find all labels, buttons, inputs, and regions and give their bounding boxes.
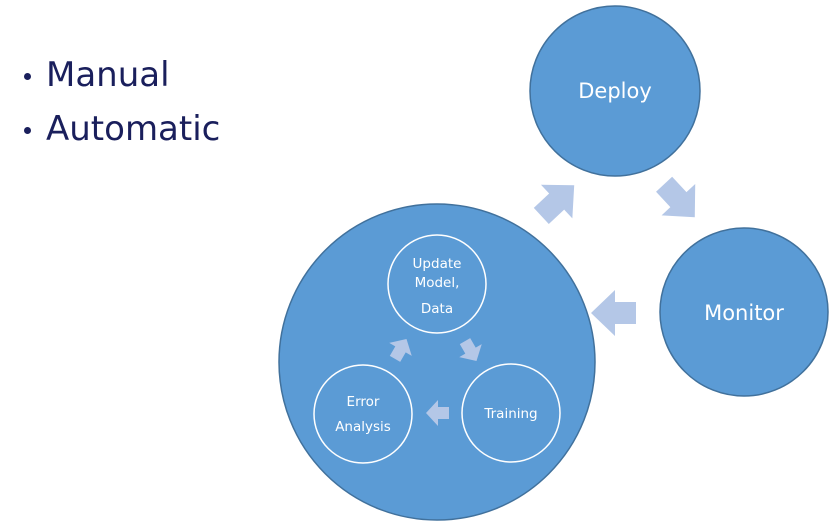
bullet-item-manual: Manual bbox=[24, 48, 220, 102]
error-analysis-label-line2: Analysis bbox=[335, 419, 391, 435]
update-label-line2: Model, bbox=[415, 275, 460, 291]
bullet-text: Automatic bbox=[46, 109, 221, 149]
update-label-line1: Update bbox=[413, 256, 462, 272]
bullet-dot-icon bbox=[24, 126, 31, 134]
arrow-to-deploy-icon bbox=[533, 184, 575, 224]
error-analysis-node bbox=[313, 364, 413, 464]
deploy-node bbox=[529, 5, 701, 177]
deploy-label: Deploy bbox=[578, 79, 652, 103]
bullet-dot-icon bbox=[24, 72, 31, 80]
update-label-line3: Data bbox=[421, 301, 453, 317]
bullet-list: Manual Automatic bbox=[24, 48, 220, 156]
arrow-update-to-training-icon bbox=[459, 338, 482, 361]
arrow-training-to-error-icon bbox=[426, 400, 449, 426]
arrow-to-monitor-icon bbox=[656, 176, 696, 218]
bullet-item-automatic: Automatic bbox=[24, 102, 220, 156]
training-label: Training bbox=[483, 406, 537, 422]
bullet-text: Manual bbox=[46, 55, 170, 95]
monitor-node bbox=[659, 227, 829, 397]
update-node bbox=[387, 234, 487, 334]
arrow-to-main-icon bbox=[591, 290, 636, 336]
monitor-label: Monitor bbox=[704, 301, 784, 325]
training-node bbox=[461, 363, 561, 463]
arrow-error-to-update-icon bbox=[389, 339, 412, 362]
error-analysis-label-line1: Error bbox=[347, 394, 380, 410]
